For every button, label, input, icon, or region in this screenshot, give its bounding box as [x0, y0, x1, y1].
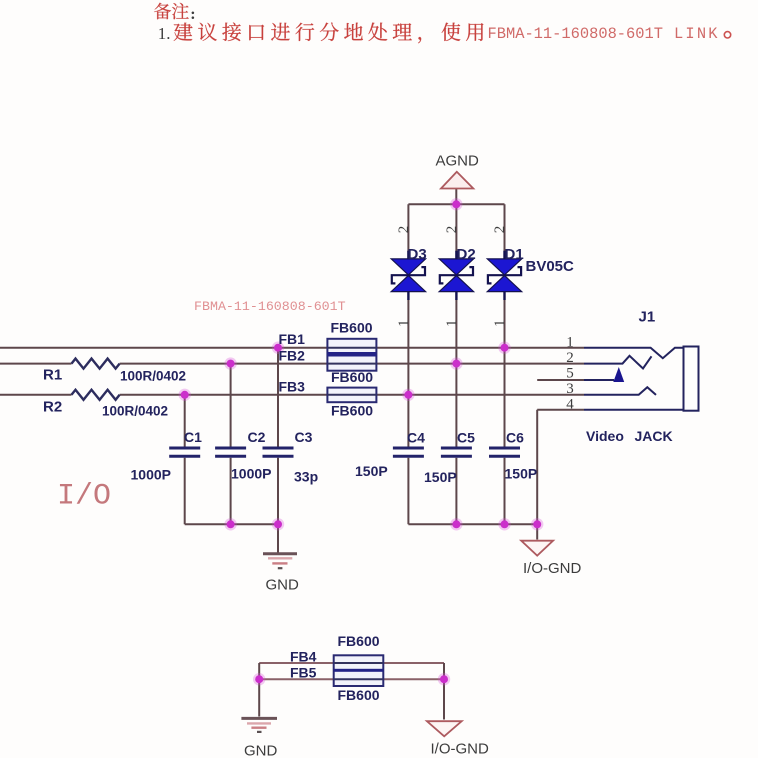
- svg-text:C3: C3: [295, 429, 313, 445]
- svg-text:1: 1: [492, 320, 508, 328]
- svg-text:2: 2: [444, 226, 460, 234]
- svg-text:100R/0402: 100R/0402: [120, 369, 186, 384]
- svg-text:FB600: FB600: [338, 687, 380, 703]
- svg-text:100R/0402: 100R/0402: [102, 404, 168, 419]
- svg-text:BV05C: BV05C: [526, 258, 575, 275]
- svg-text:FBMA-11-160808-601T: FBMA-11-160808-601T: [194, 299, 346, 314]
- svg-text:FBMA-11-160808-601T: FBMA-11-160808-601T: [488, 25, 663, 43]
- svg-text:4: 4: [566, 396, 574, 412]
- svg-text:3: 3: [566, 381, 574, 397]
- svg-text:1: 1: [444, 320, 460, 328]
- svg-text:J1: J1: [639, 309, 656, 326]
- svg-text:FB1: FB1: [279, 331, 306, 347]
- svg-text:FB600: FB600: [331, 403, 373, 419]
- svg-text:D3: D3: [408, 246, 427, 263]
- svg-text:1000P: 1000P: [231, 465, 271, 481]
- svg-text:R1: R1: [43, 366, 62, 383]
- svg-text:5: 5: [566, 366, 574, 382]
- svg-text:I/O-GND: I/O-GND: [431, 741, 489, 758]
- svg-text:JACK: JACK: [635, 428, 673, 444]
- svg-text:1.: 1.: [158, 24, 171, 43]
- svg-text:2: 2: [492, 226, 508, 234]
- svg-text:Video: Video: [586, 428, 624, 444]
- svg-text:FB600: FB600: [338, 633, 380, 649]
- svg-text:1: 1: [566, 335, 574, 351]
- svg-text:FB5: FB5: [290, 665, 317, 681]
- svg-text:150P: 150P: [355, 463, 388, 479]
- svg-text:FB600: FB600: [331, 320, 373, 336]
- svg-text:C2: C2: [248, 429, 266, 445]
- svg-text:1000P: 1000P: [131, 466, 171, 482]
- svg-text:C1: C1: [184, 429, 202, 445]
- svg-text:GND: GND: [266, 576, 300, 593]
- svg-text:I/O: I/O: [57, 480, 111, 514]
- svg-text:FB3: FB3: [279, 379, 306, 395]
- svg-text::: :: [190, 6, 195, 23]
- svg-text:C4: C4: [407, 429, 425, 445]
- svg-text:FB600: FB600: [331, 369, 373, 385]
- svg-text:R2: R2: [43, 399, 62, 416]
- svg-text:150P: 150P: [505, 466, 538, 482]
- svg-text:FB4: FB4: [290, 648, 317, 664]
- svg-text:2: 2: [396, 226, 412, 234]
- svg-text:FB2: FB2: [279, 347, 306, 363]
- svg-text:AGND: AGND: [436, 153, 480, 170]
- svg-text:GND: GND: [244, 743, 278, 758]
- svg-text:1: 1: [396, 320, 412, 328]
- svg-text:150P: 150P: [424, 469, 457, 485]
- svg-text:C5: C5: [457, 429, 475, 445]
- svg-text:D1: D1: [505, 246, 524, 263]
- svg-text:2: 2: [566, 350, 574, 366]
- svg-text:I/O-GND: I/O-GND: [523, 560, 581, 577]
- svg-text:C6: C6: [506, 429, 524, 445]
- svg-text:LINK: LINK: [674, 25, 720, 43]
- svg-text:D2: D2: [457, 246, 476, 263]
- svg-text:33p: 33p: [294, 468, 318, 484]
